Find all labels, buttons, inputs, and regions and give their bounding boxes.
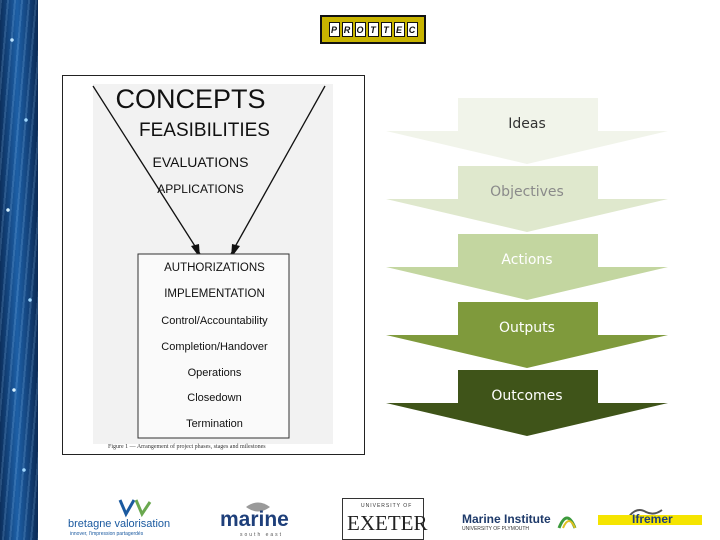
university-of-exeter-logo: UNIVERSITY OF EXETER	[342, 498, 427, 540]
logo-letter: T	[367, 22, 379, 37]
funnel-stage-label: Objectives	[490, 184, 564, 200]
ifremer-logo: Ifremer	[598, 498, 704, 540]
figure-term-control: Control/Accountability	[161, 315, 268, 327]
figure-term-closedown: Closedown	[187, 392, 242, 404]
seahorse-icon	[627, 509, 663, 519]
project-phases-figure: CONCEPTS FEASIBILITIES EVALUATIONS APPLI…	[62, 75, 365, 455]
logo-letter: E	[393, 22, 405, 37]
figure-caption: Figure 1 — Arrangement of project phases…	[108, 444, 266, 450]
funnel-stage-label: Outcomes	[491, 388, 563, 404]
marine-south-east-logo: marine south east	[218, 498, 300, 540]
logo-letter: O	[354, 22, 366, 37]
decorative-side-strip	[0, 0, 38, 540]
figure-term-completion: Completion/Handover	[161, 341, 268, 353]
funnel-stage-objectives: Objectives	[386, 166, 668, 232]
figure-term-termination: Termination	[186, 418, 243, 430]
figure-arrows	[92, 85, 326, 439]
funnel-stage-label: Outputs	[499, 320, 555, 336]
figure-term-concepts: CONCEPTS	[115, 84, 266, 114]
figure-term-feasibilities: FEASIBILITIES	[139, 120, 270, 141]
figure-term-applications: APPLICATIONS	[157, 182, 244, 196]
bretagne-valorisation-logo: bretagne valorisation innover, l'impress…	[66, 498, 191, 540]
bv-mark-icon	[118, 499, 152, 518]
wave-icon	[557, 516, 577, 529]
logo-letter: C	[406, 22, 418, 37]
funnel-stage-label: Ideas	[508, 116, 546, 132]
marine-institute-logo: Marine Institute UNIVERSITY OF PLYMOUTH	[460, 498, 578, 540]
funnel-stage-label: Actions	[501, 252, 553, 268]
funnel-stage-ideas: Ideas	[386, 98, 668, 164]
logo-letter: R	[341, 22, 353, 37]
logo-letter: T	[380, 22, 392, 37]
figure-term-evaluations: EVALUATIONS	[152, 154, 249, 170]
figure-term-authorizations: AUTHORIZATIONS	[164, 262, 265, 274]
logo-letter: P	[328, 22, 340, 37]
funnel-stage-actions: Actions	[386, 234, 668, 300]
fish-icon	[246, 502, 270, 512]
funnel-stage-outputs: Outputs	[386, 302, 668, 368]
funnel-stage-outcomes: Outcomes	[386, 370, 668, 436]
figure-term-operations: Operations	[187, 367, 242, 379]
figure-term-implementation: IMPLEMENTATION	[164, 288, 265, 300]
